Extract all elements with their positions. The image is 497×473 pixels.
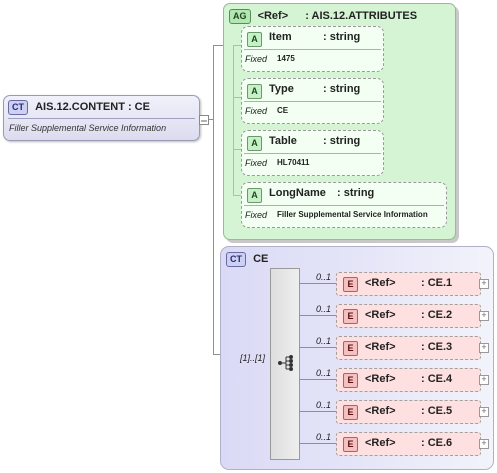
attribute-divider xyxy=(244,101,381,102)
expand-toggle[interactable]: + xyxy=(479,407,489,417)
attribute-type: : string xyxy=(323,83,361,95)
root-connector xyxy=(207,119,213,120)
attribute-group-name: : AIS.12.ATTRIBUTES xyxy=(305,10,418,22)
element-type: : CE.4 xyxy=(421,373,453,385)
attribute-name: Type xyxy=(269,83,294,95)
occurrence-label: [1]..[1] xyxy=(240,353,266,363)
sequence-icon xyxy=(278,355,293,371)
element-occurrence: 0..1 xyxy=(316,432,332,442)
fixed-label: Fixed xyxy=(245,106,268,116)
element-ref: <Ref> xyxy=(365,373,396,385)
attribute-longname[interactable]: A LongName : string Fixed Filler Supplem… xyxy=(241,182,447,228)
attribute-badge: A xyxy=(247,188,262,203)
element-ce-6[interactable]: E <Ref> : CE.6 xyxy=(336,432,481,456)
element-badge: E xyxy=(343,277,358,292)
element-occurrence: 0..1 xyxy=(316,368,332,378)
attribute-badge: A xyxy=(247,32,262,47)
element-connector xyxy=(299,283,336,284)
complex-type-name: CE xyxy=(253,253,269,265)
attr-connector-1 xyxy=(233,45,241,46)
element-connector xyxy=(299,411,336,412)
element-ref: <Ref> xyxy=(365,309,396,321)
element-connector xyxy=(299,315,336,316)
attribute-type: : string xyxy=(323,31,361,43)
attribute-group-ref: <Ref> xyxy=(257,10,289,22)
attribute-divider xyxy=(244,153,381,154)
element-type: : CE.3 xyxy=(421,341,453,353)
element-occurrence: 0..1 xyxy=(316,400,332,410)
element-badge: E xyxy=(343,341,358,356)
element-occurrence: 0..1 xyxy=(316,272,332,282)
fixed-value: 1475 xyxy=(277,54,295,63)
root-documentation: Filler Supplemental Service Information xyxy=(9,123,167,133)
fixed-value: Filler Supplemental Service Information xyxy=(277,210,428,219)
attribute-name: LongName xyxy=(269,187,326,199)
ag-connector xyxy=(213,45,225,46)
element-connector xyxy=(299,379,336,380)
element-badge: E xyxy=(343,405,358,420)
fixed-value: CE xyxy=(277,106,289,115)
fixed-label: Fixed xyxy=(245,210,268,220)
element-ce-4[interactable]: E <Ref> : CE.4 xyxy=(336,368,481,392)
element-type: : CE.6 xyxy=(421,437,453,449)
element-ce-3[interactable]: E <Ref> : CE.3 xyxy=(336,336,481,360)
expand-toggle[interactable]: + xyxy=(479,311,489,321)
expand-toggle[interactable]: + xyxy=(479,343,489,353)
fixed-label: Fixed xyxy=(245,158,268,168)
element-occurrence: 0..1 xyxy=(316,304,332,314)
element-badge: E xyxy=(343,373,358,388)
element-ref: <Ref> xyxy=(365,405,396,417)
minus-icon xyxy=(201,120,207,122)
attribute-badge: A xyxy=(247,84,262,99)
complex-type-badge: CT xyxy=(8,100,28,115)
attribute-divider xyxy=(244,205,444,206)
attr-connector-2 xyxy=(233,97,241,98)
sequence-compositor[interactable] xyxy=(270,268,300,460)
element-type: : CE.2 xyxy=(421,309,453,321)
attribute-name: Item xyxy=(269,31,292,43)
root-divider xyxy=(8,118,195,119)
element-ref: <Ref> xyxy=(365,437,396,449)
attribute-type: : string xyxy=(337,187,375,199)
root-title: AIS.12.CONTENT : CE xyxy=(35,101,150,113)
element-badge: E xyxy=(343,437,358,452)
element-ref: <Ref> xyxy=(365,277,396,289)
attribute-group-badge: AG xyxy=(229,9,251,24)
attribute-badge: A xyxy=(247,136,262,151)
attribute-divider xyxy=(244,49,381,50)
fixed-value: HL70411 xyxy=(277,158,310,167)
element-ce-1[interactable]: E <Ref> : CE.1 xyxy=(336,272,481,296)
attr-connector-vertical xyxy=(233,45,234,195)
element-ref: <Ref> xyxy=(365,341,396,353)
attr-connector-4 xyxy=(233,195,241,196)
element-ce-2[interactable]: E <Ref> : CE.2 xyxy=(336,304,481,328)
attribute-type[interactable]: A Type : string Fixed CE xyxy=(241,78,384,124)
element-connector xyxy=(299,443,336,444)
trunk-connector xyxy=(213,45,214,355)
attribute-name: Table xyxy=(269,135,297,147)
element-occurrence: 0..1 xyxy=(316,336,332,346)
attr-connector-3 xyxy=(233,149,241,150)
fixed-label: Fixed xyxy=(245,54,268,64)
expand-toggle[interactable]: + xyxy=(479,375,489,385)
complex-type-badge: CT xyxy=(226,252,246,267)
element-badge: E xyxy=(343,309,358,324)
root-element[interactable]: CT AIS.12.CONTENT : CE Filler Supplement… xyxy=(3,95,200,141)
attribute-table[interactable]: A Table : string Fixed HL70411 xyxy=(241,130,384,176)
element-ce-5[interactable]: E <Ref> : CE.5 xyxy=(336,400,481,424)
attribute-item[interactable]: A Item : string Fixed 1475 xyxy=(241,26,384,72)
attribute-type: : string xyxy=(323,135,361,147)
expand-toggle[interactable]: + xyxy=(479,439,489,449)
element-connector xyxy=(299,347,336,348)
element-type: : CE.5 xyxy=(421,405,453,417)
element-type: : CE.1 xyxy=(421,277,453,289)
collapse-toggle[interactable] xyxy=(199,115,209,125)
expand-toggle[interactable]: + xyxy=(479,279,489,289)
